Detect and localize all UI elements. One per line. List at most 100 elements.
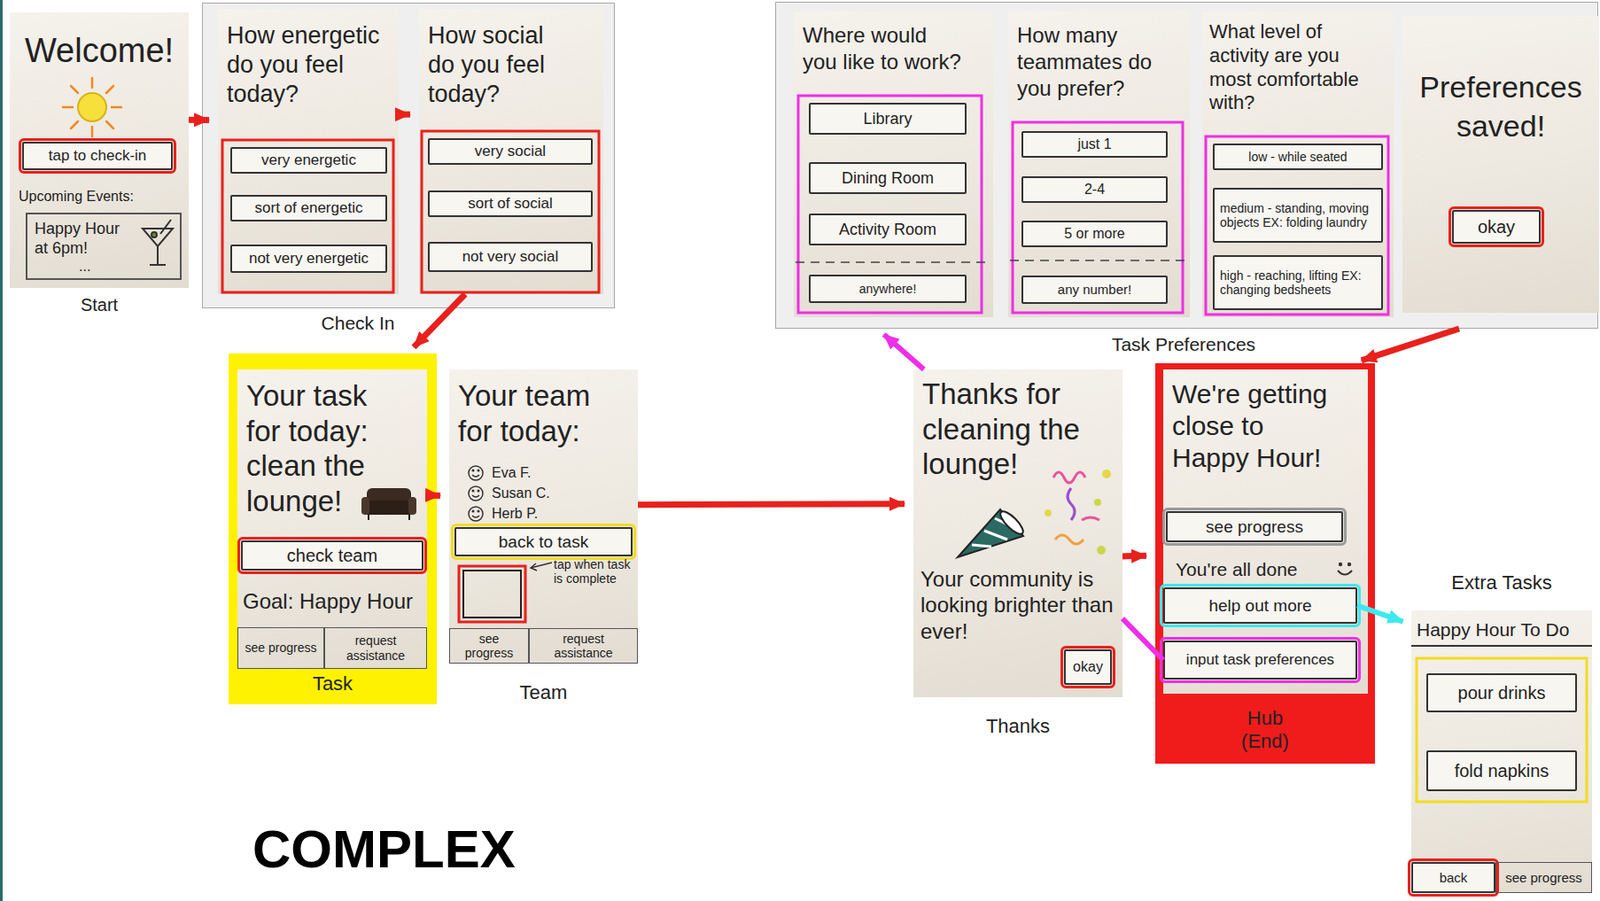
- button-label: pour drinks: [1433, 683, 1570, 704]
- button: just 1: [1021, 131, 1168, 158]
- group-panel: Task PreferencesWhere would you like to …: [775, 1, 1599, 329]
- button-label: input task preferences: [1170, 651, 1351, 669]
- screen-text: Start: [9, 295, 189, 316]
- screen-text: Thanks: [913, 714, 1123, 738]
- button-label: very energetic: [237, 151, 381, 170]
- button-label: okay: [1071, 659, 1105, 676]
- button: 2-4: [1021, 176, 1168, 203]
- text-slot: tap when task is complete: [553, 557, 636, 586]
- group-outline: [421, 131, 599, 293]
- button: back: [1411, 862, 1496, 894]
- text-slot: Hub (End): [1229, 706, 1301, 754]
- screen-text: Check In: [300, 312, 416, 334]
- screen-card: How many teammates do you prefer? just 1 2…: [1008, 11, 1190, 318]
- screen-card: Where would you like to work?LibraryDini…: [793, 11, 994, 318]
- button: see progress: [1165, 511, 1344, 543]
- button-label: sort of energetic: [237, 199, 381, 218]
- text-slot: We're getting close to Happy Hour!: [1172, 378, 1336, 474]
- button: sort of energetic: [230, 194, 388, 222]
- screen-text: tap when task is complete: [553, 557, 636, 586]
- text-slot: Preferences saved!: [1407, 67, 1594, 146]
- page-edge: [0, 0, 3, 901]
- text-slot: How social do you feel today?: [427, 21, 561, 109]
- group-outline: [1416, 658, 1587, 802]
- divider: [795, 261, 990, 264]
- screen-text: How many teammates do you prefer?: [1017, 22, 1186, 102]
- button: input task preferences: [1163, 640, 1358, 680]
- screen-text: Thanks for cleaning the lounge!: [922, 376, 1118, 482]
- group-outline: [222, 139, 394, 293]
- button-label: check team: [248, 545, 417, 567]
- button: pour drinks: [1426, 673, 1577, 713]
- tab-button: request assistance: [324, 627, 428, 669]
- button-label: not very social: [434, 248, 586, 266]
- text-slot: Where would you like to work?: [802, 22, 966, 76]
- screen-text: Happy Hour at 6pm!: [34, 219, 134, 258]
- screen-text: Task: [228, 672, 437, 695]
- button-label: low - while seated: [1219, 149, 1376, 164]
- tab-button: see progress: [237, 627, 325, 669]
- screen-card: How energetic do you feel today?very ene…: [217, 8, 399, 295]
- button: very energetic: [230, 147, 388, 174]
- smiley: [1337, 563, 1352, 575]
- button-label: anywhere!: [815, 281, 960, 296]
- text-slot: Start: [9, 295, 189, 316]
- group-outline: [1205, 136, 1389, 315]
- button-label: fold napkins: [1433, 761, 1570, 782]
- button: help out more: [1163, 587, 1358, 624]
- text-slot: Task: [228, 672, 437, 695]
- button: tap to check-in: [22, 141, 173, 171]
- button: back to task: [454, 527, 633, 557]
- screen-text: Upcoming Events:: [18, 188, 183, 205]
- text-slot: Happy Hour To Do: [1416, 619, 1591, 641]
- text-slot: Your community is looking brighter than …: [920, 566, 1121, 645]
- button-label: 5 or more: [1028, 225, 1161, 242]
- text-slot: Eva F.: [491, 465, 625, 482]
- screen-text: Your community is looking brighter than …: [920, 566, 1121, 645]
- button-label: Activity Room: [815, 220, 960, 240]
- button-label: sort of social: [434, 194, 586, 213]
- screen-text: Hub (End): [1229, 706, 1301, 754]
- flow-arrow: [1122, 552, 1147, 560]
- button: okay: [1064, 649, 1112, 685]
- button: not very energetic: [230, 244, 388, 273]
- screen-card: How social do you feel today? very social…: [419, 8, 604, 295]
- button: okay: [1452, 209, 1541, 244]
- text-slot: Check In: [300, 312, 416, 334]
- screen-text: Herb P.: [491, 505, 625, 522]
- button: very social: [427, 138, 593, 165]
- screen-text: Welcome!: [9, 31, 189, 71]
- martini-drawing: [142, 219, 173, 265]
- flow-arrow: [884, 334, 925, 370]
- screen-text: ...: [78, 258, 115, 275]
- button: Activity Room: [808, 213, 967, 246]
- button-label: see progress: [1172, 517, 1336, 537]
- button-label: 2-4: [1028, 181, 1161, 198]
- tab-button: see progress: [1495, 862, 1593, 894]
- button: not very social: [427, 241, 593, 272]
- screen-card: We're getting close to Happy Hour!You're…: [1163, 369, 1368, 694]
- text-slot: Team: [449, 681, 638, 704]
- text-slot: COMPLEX: [252, 820, 625, 879]
- button-label: request assistance: [535, 631, 632, 661]
- group-outline: [798, 95, 982, 313]
- screen-card: Thanks for cleaning the lounge! Your comm…: [913, 369, 1123, 698]
- text-slot: Your team for today:: [458, 378, 609, 449]
- button-label: just 1: [1028, 136, 1161, 153]
- highlight-frame: Hub (End) We're getting close to Happy Ho…: [1155, 363, 1375, 764]
- heading-rule: [1411, 644, 1593, 647]
- screen-text: Team: [449, 681, 638, 704]
- screen-text: Extra Tasks: [1411, 571, 1593, 594]
- tab-button: request assistance: [528, 628, 638, 664]
- text-slot: ...: [78, 258, 115, 275]
- button-label: very social: [434, 142, 586, 161]
- event-box: Happy Hour at 6pm!...: [25, 212, 182, 280]
- text-slot: Welcome!: [9, 31, 189, 71]
- screen-text: Preferences saved!: [1407, 67, 1594, 146]
- text-slot: Upcoming Events:: [18, 188, 183, 205]
- button-label: see progress: [455, 631, 523, 661]
- button-label: medium - standing, moving objects EX: fo…: [1219, 201, 1376, 230]
- button: sort of social: [427, 190, 593, 218]
